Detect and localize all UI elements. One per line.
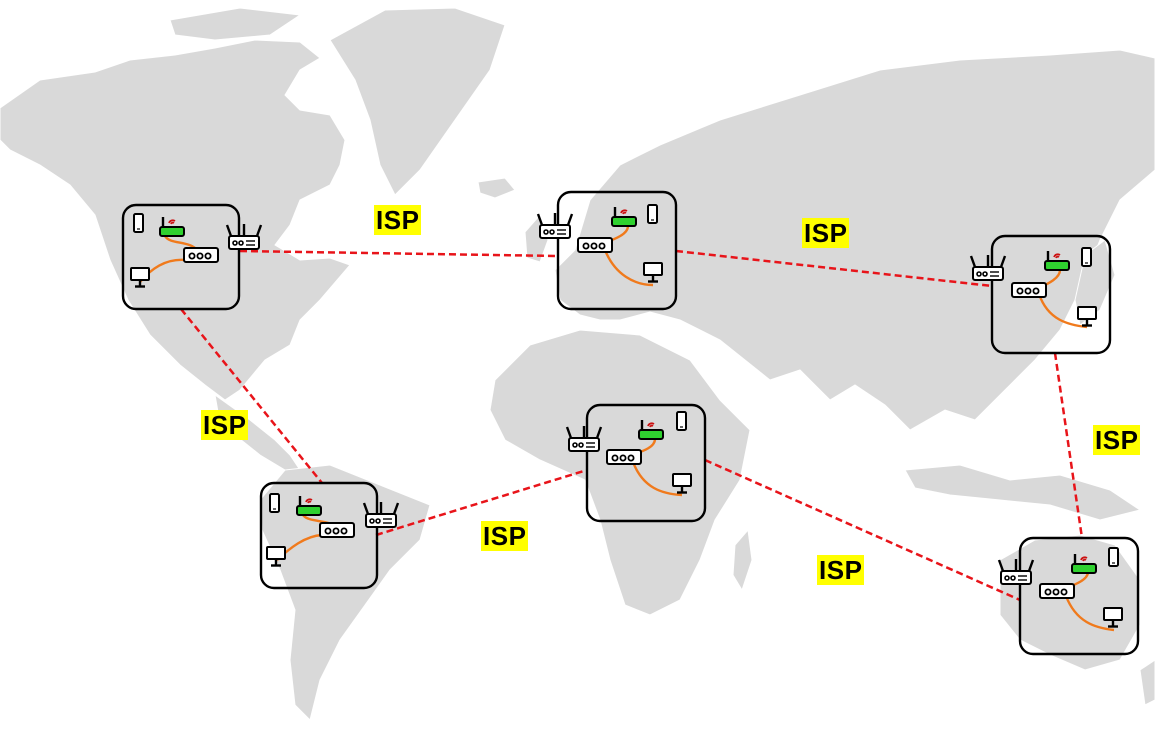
switch-icon: [319, 522, 355, 538]
madagascar-land: [732, 528, 753, 592]
network-box-east-asia: [990, 234, 1112, 355]
phone-icon: [133, 213, 144, 233]
isp-link-north-america-to-south-america: [180, 308, 323, 484]
network-south-america: [259, 481, 400, 590]
cable-africa-2: [631, 461, 683, 497]
landmasses: [0, 7, 1155, 721]
network-box-south-america: [259, 481, 379, 590]
switch-icon: [1039, 583, 1075, 599]
isp-label-eurasia: ISP: [802, 218, 850, 248]
gateway-router-icon: [536, 211, 574, 240]
switch-icon: [577, 237, 613, 253]
isp-link-east-asia-to-australia: [1053, 352, 1084, 539]
southeast-asia-islands-land: [904, 464, 1142, 521]
phone-icon: [1108, 547, 1119, 567]
africa-land: [489, 329, 751, 616]
isp-label-americas: ISP: [201, 410, 249, 440]
network-box-australia: [1018, 536, 1140, 656]
network-north-america: [121, 203, 263, 311]
network-australia: [997, 536, 1140, 656]
isp-label-pacific: ISP: [1093, 425, 1141, 455]
eurasia-land: [554, 49, 1155, 431]
phone-icon: [269, 493, 280, 513]
isp-link-europe-to-east-asia: [675, 249, 993, 288]
new-zealand-land: [1139, 659, 1155, 706]
switch-icon: [606, 449, 642, 465]
isp-label-atlantic-south: ISP: [481, 521, 529, 551]
network-europe: [536, 190, 678, 311]
network-box-europe: [556, 190, 678, 311]
isp-link-south-america-to-africa: [375, 468, 588, 537]
phone-icon: [1081, 247, 1092, 267]
cable-europe-2: [603, 249, 654, 287]
isp-label-indian-ocean: ISP: [817, 555, 865, 585]
switch-icon: [1011, 282, 1047, 298]
arctic-islands-land: [169, 7, 302, 41]
local-networks: [121, 190, 1140, 656]
network-box-north-america: [121, 203, 241, 311]
network-box-africa: [585, 403, 707, 523]
cable-australia-2: [1064, 595, 1115, 632]
isp-link-africa-to-australia: [704, 458, 1021, 602]
phone-icon: [676, 411, 687, 431]
greenland-land: [329, 7, 506, 196]
network-east-asia: [969, 234, 1112, 355]
network-africa: [565, 403, 707, 523]
iceland-land: [477, 177, 516, 199]
phone-icon: [647, 204, 658, 224]
isp-links: [180, 249, 1084, 602]
isp-link-north-america-to-europe: [239, 249, 559, 258]
south-america-land: [259, 464, 431, 721]
switch-icon: [183, 247, 219, 263]
cable-east-asia-2: [1037, 293, 1088, 329]
isp-label-atlantic-north: ISP: [374, 205, 422, 235]
